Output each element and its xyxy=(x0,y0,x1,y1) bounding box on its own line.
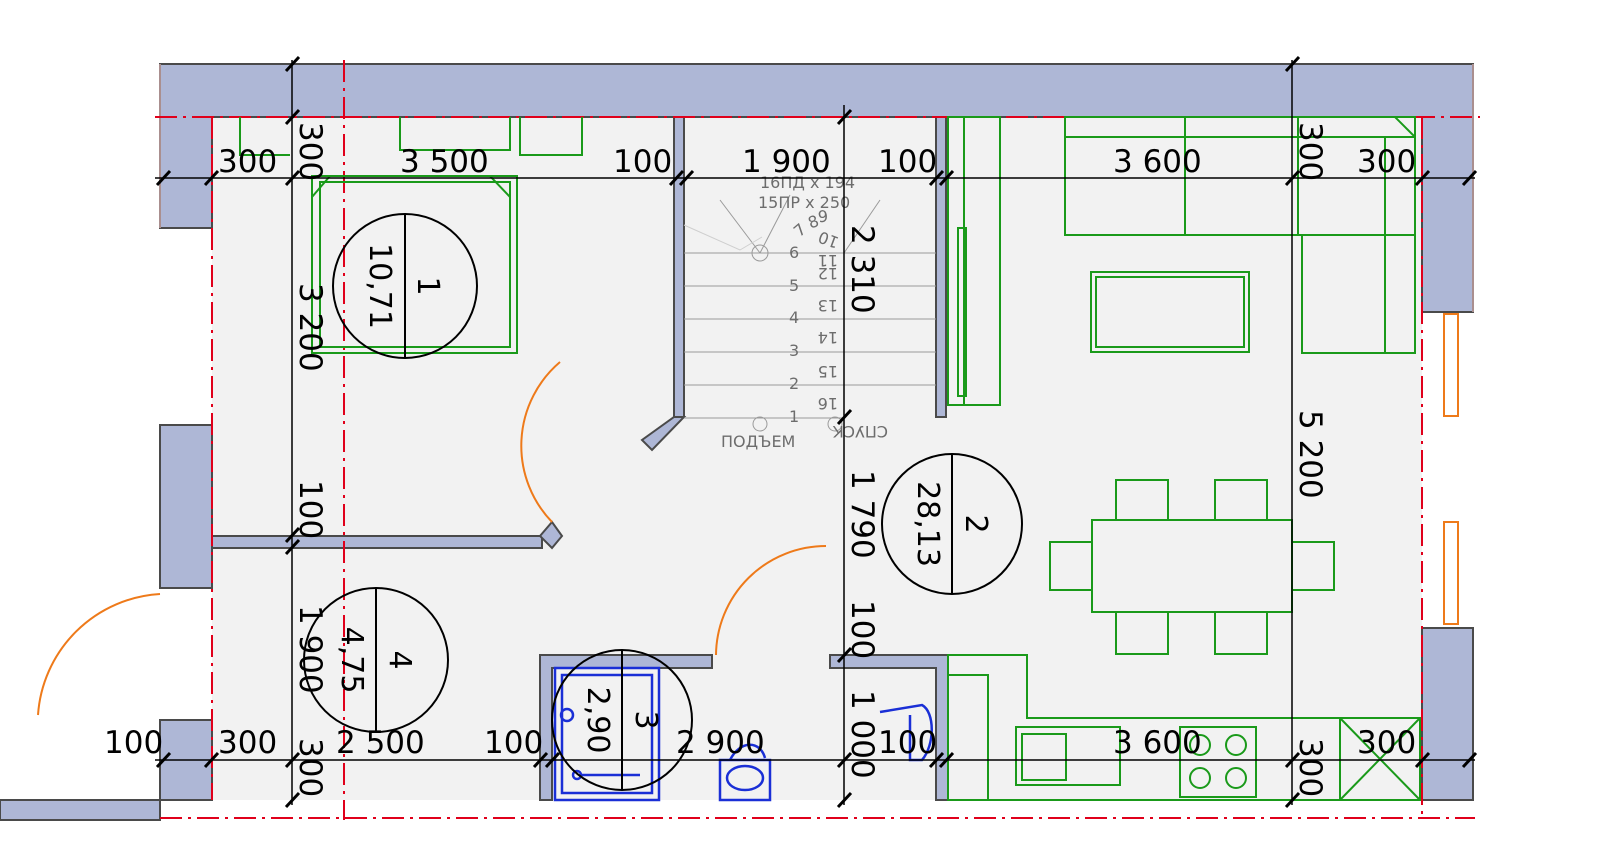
svg-text:300: 300 xyxy=(292,122,328,181)
svg-text:5: 5 xyxy=(789,276,799,295)
right-dimensions: 5 200 xyxy=(1292,410,1328,499)
svg-text:300: 300 xyxy=(218,144,277,180)
svg-text:4: 4 xyxy=(789,308,799,327)
svg-text:13: 13 xyxy=(818,296,838,315)
wall-bottom-strip xyxy=(0,799,161,821)
svg-text:1 790: 1 790 xyxy=(844,470,880,559)
svg-text:100: 100 xyxy=(878,725,937,761)
svg-text:2 900: 2 900 xyxy=(676,725,765,761)
wall-faces xyxy=(159,64,1474,312)
svg-text:100: 100 xyxy=(292,480,328,539)
wall-left-mid xyxy=(159,424,213,589)
svg-text:15: 15 xyxy=(818,362,838,381)
partition-stair-right xyxy=(935,116,947,418)
chair-icon xyxy=(1115,479,1169,521)
room-1-number: 1 xyxy=(410,276,445,295)
sink-icon xyxy=(1015,726,1121,786)
tv-cabinet-icon xyxy=(947,116,1001,406)
room-3-area: 2,90 xyxy=(580,687,615,754)
svg-text:3 200: 3 200 xyxy=(292,283,328,372)
svg-text:2 310: 2 310 xyxy=(844,225,880,314)
svg-text:100: 100 xyxy=(844,600,880,659)
bottom-dimensions: 100 300 300 2 500 100 2 900 1 000 100 3 … xyxy=(104,690,1416,797)
room-2-area: 28,13 xyxy=(910,481,945,567)
svg-text:300: 300 xyxy=(1357,725,1416,761)
partition-stair-angle xyxy=(640,416,687,452)
svg-text:14: 14 xyxy=(818,328,838,347)
stair xyxy=(683,194,936,432)
svg-text:11: 11 xyxy=(818,251,838,270)
room-markers xyxy=(303,213,1023,791)
dimension-lines xyxy=(155,60,1475,805)
partition-bedroom xyxy=(211,535,543,549)
svg-text:2 500: 2 500 xyxy=(336,725,425,761)
svg-text:1 000: 1 000 xyxy=(844,690,880,779)
svg-text:300: 300 xyxy=(292,738,328,797)
stair-axis-dimensions: 2 310 1 790 100 xyxy=(844,225,880,659)
room-labels: 1 10,71 2 28,13 3 2,90 4 4,75 xyxy=(334,243,993,753)
door-swings xyxy=(37,313,1459,716)
svg-text:3 600: 3 600 xyxy=(1113,144,1202,180)
stove-icon xyxy=(1179,726,1257,798)
top-dimensions: 300 300 3 500 100 1 900 100 3 600 300 30… xyxy=(218,122,1416,181)
svg-text:100: 100 xyxy=(484,725,543,761)
svg-text:300: 300 xyxy=(1357,144,1416,180)
svg-text:5 200: 5 200 xyxy=(1292,410,1328,499)
stair-up-label: ПОДЪЕМ xyxy=(721,432,795,451)
partition-diagonal xyxy=(538,520,564,550)
plumbing xyxy=(553,666,933,802)
room-3-number: 3 xyxy=(628,710,663,729)
furniture xyxy=(239,116,1421,801)
svg-text:1 900: 1 900 xyxy=(292,605,328,694)
svg-text:3: 3 xyxy=(789,341,799,360)
svg-text:100: 100 xyxy=(613,144,672,180)
svg-text:300: 300 xyxy=(1292,122,1328,181)
room-1-area: 10,71 xyxy=(362,243,397,329)
sofa-icon xyxy=(1064,116,1416,236)
stair-step-numbers-up: 1 2 3 4 5 6 7 8 9 xyxy=(789,207,829,426)
svg-text:2: 2 xyxy=(789,374,799,393)
stair-tread-spec: 15ПР х 250 xyxy=(758,193,850,212)
svg-text:12: 12 xyxy=(818,264,838,283)
room-4-area: 4,75 xyxy=(334,627,369,694)
svg-text:1: 1 xyxy=(789,407,799,426)
stair-step-numbers-down: 10 11 12 13 14 15 16 xyxy=(816,227,842,413)
svg-text:1 900: 1 900 xyxy=(742,144,831,180)
axis-lines xyxy=(155,60,1480,820)
svg-text:100: 100 xyxy=(878,144,937,180)
room-4-number: 4 xyxy=(382,650,417,669)
svg-text:3 500: 3 500 xyxy=(400,144,489,180)
svg-text:3 600: 3 600 xyxy=(1113,725,1202,761)
svg-text:16: 16 xyxy=(818,394,838,413)
svg-text:300: 300 xyxy=(218,725,277,761)
svg-text:300: 300 xyxy=(1292,738,1328,797)
partition-bath xyxy=(539,654,713,801)
room-2-number: 2 xyxy=(958,514,993,533)
floor-area xyxy=(212,117,1422,800)
coffee-table-icon xyxy=(1090,271,1250,353)
svg-text:100: 100 xyxy=(104,725,163,761)
wall-right-bottom xyxy=(1421,627,1474,801)
partition-stair-left xyxy=(673,116,685,418)
stair-down-label: СПУСК xyxy=(832,422,888,441)
svg-text:9: 9 xyxy=(817,207,829,227)
shower-icon xyxy=(553,666,661,802)
left-dimensions: 3 200 100 1 900 xyxy=(292,283,328,694)
dimension-ticks xyxy=(155,55,1478,809)
svg-text:6: 6 xyxy=(789,243,799,262)
